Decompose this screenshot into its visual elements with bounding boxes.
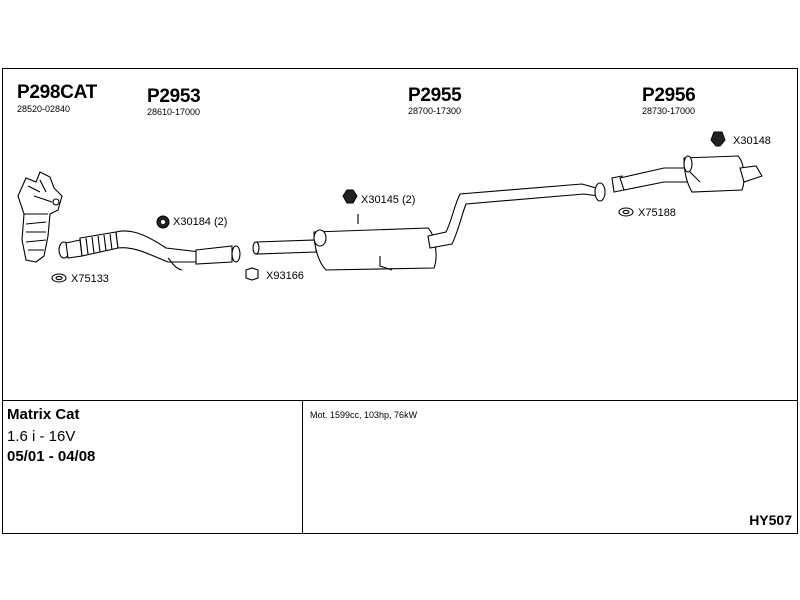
fitting-label-rubber-mount-middle: X30145 (2) (361, 194, 416, 206)
oem-number-middle-silencer: 28700-17300 (408, 106, 462, 116)
oem-number-rear-silencer: 28730-17000 (642, 106, 696, 116)
divider-horizontal (2, 400, 798, 401)
part-code-catalyst: P298CAT (17, 82, 97, 103)
fitting-label-clamp: X93166 (266, 270, 304, 282)
divider-vertical (302, 400, 303, 534)
fitting-label-gasket-rear: X75188 (638, 207, 676, 219)
clamp-icon (245, 267, 259, 281)
front-pipe-drawing (58, 230, 241, 271)
oem-number-front-pipe: 28610-17000 (147, 107, 201, 117)
fitting-label-gasket-front: X75133 (71, 273, 109, 285)
catalyst-type: Matrix Cat (7, 406, 80, 423)
fitting-label-rubber-mount-rear: X30148 (733, 135, 771, 147)
production-dates: 05/01 - 04/08 (7, 448, 96, 465)
engine-variant: 1.6 i - 16V (7, 428, 76, 445)
part-code-front-pipe: P2953 (147, 86, 201, 107)
diagram-reference: HY507 (749, 512, 792, 528)
fitting-label-rubber-mount-front: X30184 (2) (173, 216, 228, 228)
middle-silencer-drawing (252, 183, 599, 271)
rubber-mount-icon-middle (342, 189, 358, 204)
oem-number-catalyst: 28520-02840 (17, 104, 71, 114)
engine-spec: Mot. 1599cc, 103hp, 76kW (310, 410, 418, 420)
catalyst-manifold-drawing (17, 171, 63, 263)
rear-silencer-drawing (594, 155, 763, 202)
part-code-middle-silencer: P2955 (408, 85, 462, 106)
part-code-rear-silencer: P2956 (642, 85, 696, 106)
diagram-frame (2, 68, 798, 534)
rubber-mount-icon-rear (710, 131, 726, 147)
